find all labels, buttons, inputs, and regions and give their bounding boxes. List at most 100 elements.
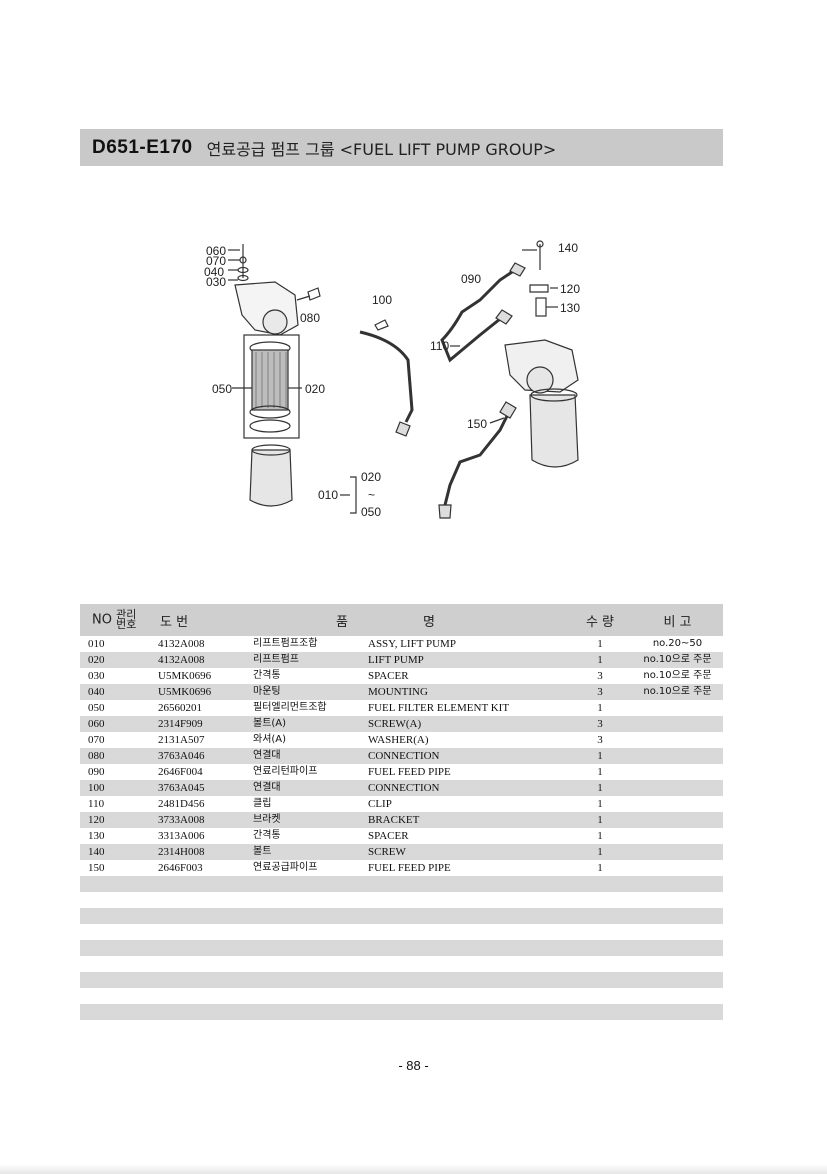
cell-english-name: SCREW bbox=[368, 844, 568, 860]
callout-030: 030 bbox=[206, 275, 227, 289]
page-title-bar: D651-E170 연료공급 펌프 그룹 <FUEL LIFT PUMP GRO… bbox=[80, 129, 723, 166]
cell-korean-name: 연결대 bbox=[253, 780, 368, 796]
empty-cell bbox=[80, 908, 158, 924]
cell-english-name: SCREW(A) bbox=[368, 716, 568, 732]
cell-no: 140 bbox=[80, 844, 158, 860]
cell-part-number: 2314F909 bbox=[158, 716, 253, 732]
empty-table-row bbox=[80, 892, 723, 908]
cell-part-number: 2314H008 bbox=[158, 844, 253, 860]
cell-english-name: FUEL FEED PIPE bbox=[368, 862, 451, 874]
callout-070: 070 bbox=[206, 254, 227, 268]
cell-english-name: SPACER bbox=[368, 830, 409, 842]
header-no-cell: NO 관리 번호 bbox=[80, 604, 158, 636]
cell-quantity: 1 bbox=[597, 830, 603, 842]
callout-120: 120 bbox=[560, 282, 581, 296]
empty-cell bbox=[632, 892, 723, 908]
cell-korean-name: 연료리턴파이프 bbox=[253, 766, 318, 777]
cell-no: 010 bbox=[88, 638, 105, 650]
cell-part-number: U5MK0696 bbox=[158, 684, 253, 700]
empty-cell bbox=[568, 940, 632, 956]
cell-no: 130 bbox=[88, 830, 105, 842]
cell-korean-name: 리프트펌프 bbox=[253, 652, 368, 668]
callout-110: 110 bbox=[430, 339, 450, 353]
empty-cell bbox=[80, 1004, 158, 1020]
empty-cell bbox=[158, 908, 253, 924]
empty-table-row bbox=[80, 908, 723, 924]
empty-table-row bbox=[80, 940, 723, 956]
empty-cell bbox=[253, 1004, 368, 1020]
parts-drawing bbox=[228, 240, 579, 519]
cell-english-name: MOUNTING bbox=[368, 684, 568, 700]
cell-no: 080 bbox=[80, 748, 158, 764]
cell-remark bbox=[632, 780, 723, 796]
cell-quantity: 3 bbox=[568, 684, 632, 700]
callout-010: 010 bbox=[318, 488, 339, 502]
empty-cell bbox=[158, 956, 253, 972]
empty-cell bbox=[80, 892, 158, 908]
cell-quantity: 1 bbox=[597, 766, 603, 778]
header-drawing: 도 번 bbox=[158, 604, 253, 636]
cell-no: 050 bbox=[88, 702, 105, 714]
cell-part-number: 3733A008 bbox=[158, 812, 253, 828]
callout-100: 100 bbox=[372, 293, 393, 307]
empty-cell bbox=[368, 988, 568, 1004]
cell-quantity: 1 bbox=[597, 702, 603, 714]
cell-remark bbox=[632, 844, 723, 860]
page-bottom-edge bbox=[0, 1164, 827, 1174]
table-header-row: NO 관리 번호 도 번 품 명 수 량 비 고 bbox=[80, 604, 723, 636]
empty-cell bbox=[368, 892, 568, 908]
callout-150: 150 bbox=[467, 417, 488, 431]
cell-part-number: 4132A008 bbox=[158, 652, 253, 668]
cell-english-name: CONNECTION bbox=[368, 780, 568, 796]
empty-cell bbox=[368, 876, 568, 892]
empty-cell bbox=[568, 1004, 632, 1020]
empty-table-row bbox=[80, 876, 723, 892]
header-ref: 관리 번호 bbox=[116, 608, 137, 631]
cell-remark bbox=[632, 700, 723, 716]
cell-english-name: BRACKET bbox=[368, 812, 568, 828]
cell-no: 090 bbox=[88, 766, 105, 778]
empty-cell bbox=[158, 1004, 253, 1020]
empty-cell bbox=[80, 972, 158, 988]
empty-cell bbox=[368, 1004, 568, 1020]
empty-table-row bbox=[80, 924, 723, 940]
empty-cell bbox=[158, 892, 253, 908]
cell-korean-name: 와셔(A) bbox=[253, 734, 287, 745]
cell-korean-name: 간격통 bbox=[253, 830, 281, 841]
callout-010-range-start: 020 bbox=[361, 470, 382, 484]
cell-no: 070 bbox=[88, 734, 105, 746]
cell-quantity: 3 bbox=[597, 734, 603, 746]
cell-no: 100 bbox=[80, 780, 158, 796]
cell-english-name: SPACER bbox=[368, 670, 409, 682]
callout-130: 130 bbox=[560, 301, 581, 315]
cell-korean-name: 클립 bbox=[253, 798, 272, 809]
cell-english-name: LIFT PUMP bbox=[368, 652, 568, 668]
cell-quantity: 1 bbox=[597, 638, 603, 650]
cell-remark bbox=[632, 828, 723, 844]
cell-korean-name: 리프트펌프조합 bbox=[253, 638, 318, 649]
page-number: - 88 - bbox=[398, 1058, 429, 1073]
cell-no: 110 bbox=[88, 798, 105, 810]
empty-cell bbox=[632, 924, 723, 940]
cell-korean-name: 브라켓 bbox=[253, 812, 368, 828]
group-title: 연료공급 펌프 그룹 <FUEL LIFT PUMP GROUP> bbox=[206, 139, 557, 159]
empty-cell bbox=[568, 876, 632, 892]
callout-020: 020 bbox=[305, 382, 326, 396]
empty-cell bbox=[158, 940, 253, 956]
empty-cell bbox=[568, 956, 632, 972]
cell-remark bbox=[632, 796, 723, 812]
empty-cell bbox=[632, 972, 723, 988]
cell-korean-name: 연결대 bbox=[253, 748, 368, 764]
